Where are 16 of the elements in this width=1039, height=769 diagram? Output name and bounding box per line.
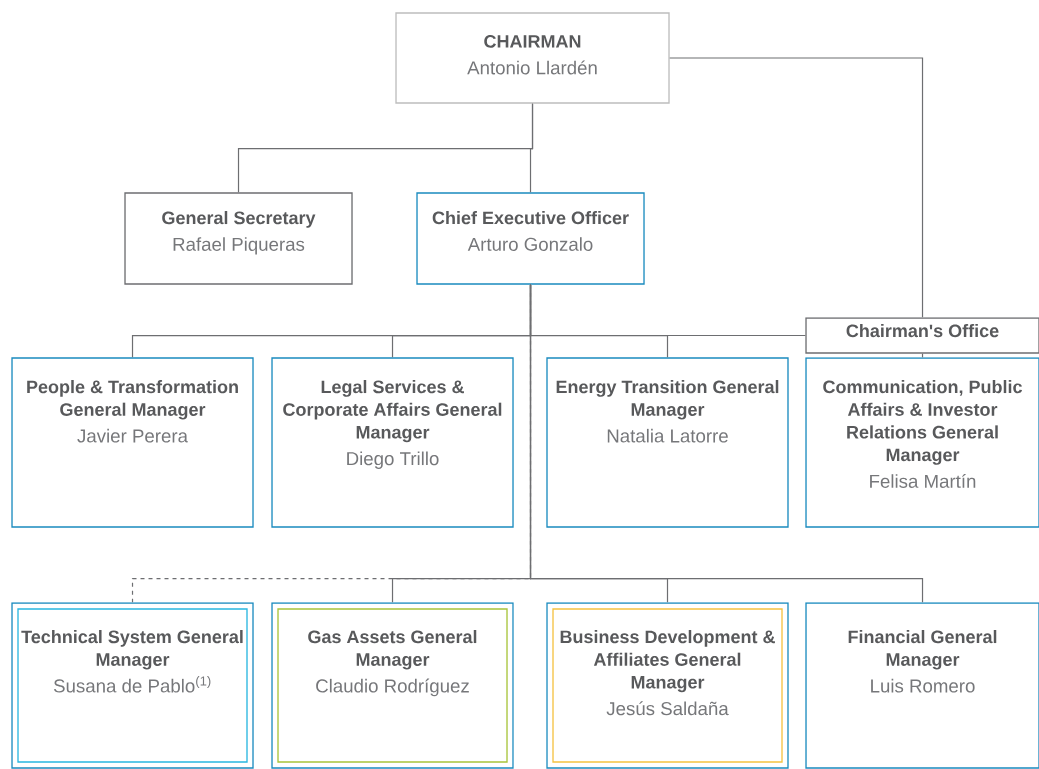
manager-box: Legal Services & Corporate Affairs General Manager Diego Trillo bbox=[271, 357, 514, 528]
title-box: Chief Executive Officer Arturo Gonzalo bbox=[416, 192, 645, 285]
connector-line bbox=[529, 103, 534, 193]
manager-box: Gas Assets General Manager Claudio Rodríguez bbox=[271, 602, 514, 769]
title-box: CHAIRMAN Antonio Llardén bbox=[395, 12, 670, 104]
manager-box: Energy Transition General Manager Natalia Latorre bbox=[546, 357, 789, 528]
manager-box: Technical System General Manager Susana de Pablo$^{(1)}$ bbox=[11, 602, 254, 769]
manager-box: Communication, Public Affairs & Investor Relations General Manager Felisa Martín bbox=[805, 357, 1039, 528]
connector-line bbox=[921, 353, 924, 358]
manager-box: People & Transformation General Manager Javier Perera bbox=[11, 357, 254, 528]
office-band: Chairman's Office bbox=[805, 317, 1039, 354]
title-box: General Secretary Rafael Piqueras bbox=[124, 192, 353, 285]
manager-box: Business Development & Affiliates General Manager Jesús Saldaña bbox=[546, 602, 789, 769]
manager-box: Financial General Manager Luis Romero bbox=[805, 602, 1039, 769]
connector-line bbox=[529, 284, 924, 603]
connector-line bbox=[669, 57, 924, 318]
